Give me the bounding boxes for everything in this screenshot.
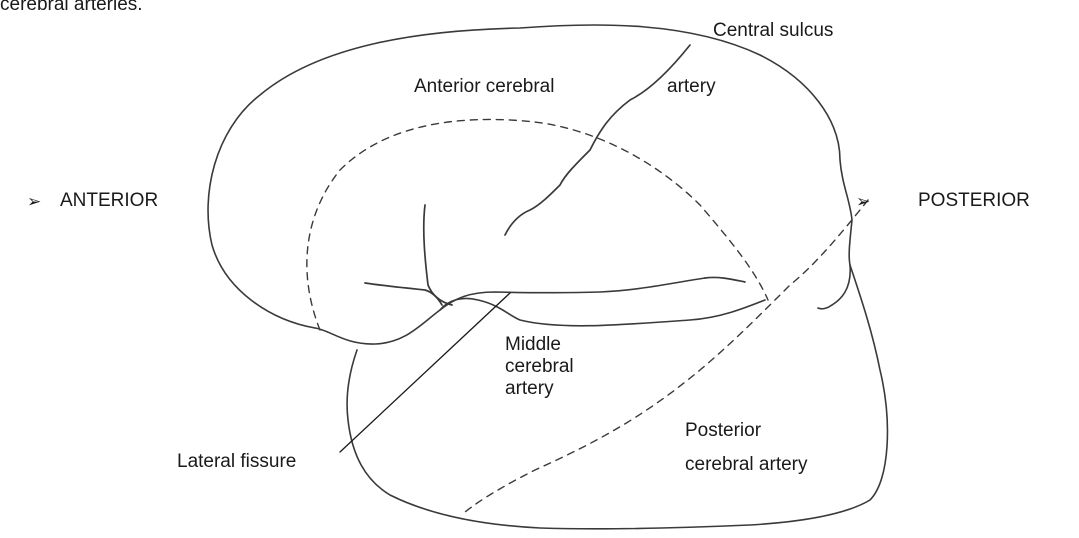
middle-cerebral-artery-line-1: Middle <box>505 334 574 356</box>
label-artery: artery <box>667 76 716 98</box>
anterior-cerebral-artery-boundary <box>307 119 768 330</box>
posterior-cerebral-artery-line-1: Posterior <box>685 420 808 442</box>
label-anterior-cerebral: Anterior cerebral <box>414 76 554 98</box>
bullet-anterior: ➢ <box>27 191 41 213</box>
sulcus-branch-2 <box>365 283 442 305</box>
label-posterior-direction: POSTERIOR <box>918 190 1030 212</box>
posterior-cerebral-artery-line-2: cerebral artery <box>685 454 808 476</box>
sulcus-branch-1 <box>424 205 452 305</box>
middle-cerebral-artery-line-2: cerebral <box>505 356 574 378</box>
middle-cerebral-artery-line-3: artery <box>505 378 574 400</box>
label-lateral-fissure: Lateral fissure <box>177 451 296 473</box>
bullet-posterior: ➢ <box>856 191 870 213</box>
sulcus-branch-3 <box>705 277 745 282</box>
label-posterior-cerebral-artery: Posterior cerebral artery <box>685 420 808 476</box>
caption-fragment: cerebral arteries. <box>0 0 143 16</box>
central-sulcus-line <box>505 45 690 235</box>
brain-outline <box>208 25 852 328</box>
label-anterior-direction: ANTERIOR <box>60 190 158 212</box>
occipital-notch <box>818 305 832 309</box>
temporal-lobe-lower <box>347 265 887 529</box>
label-middle-cerebral-artery: Middle cerebral artery <box>505 334 574 400</box>
label-central-sulcus: Central sulcus <box>713 20 833 42</box>
lateral-fissure-leader <box>340 293 510 452</box>
